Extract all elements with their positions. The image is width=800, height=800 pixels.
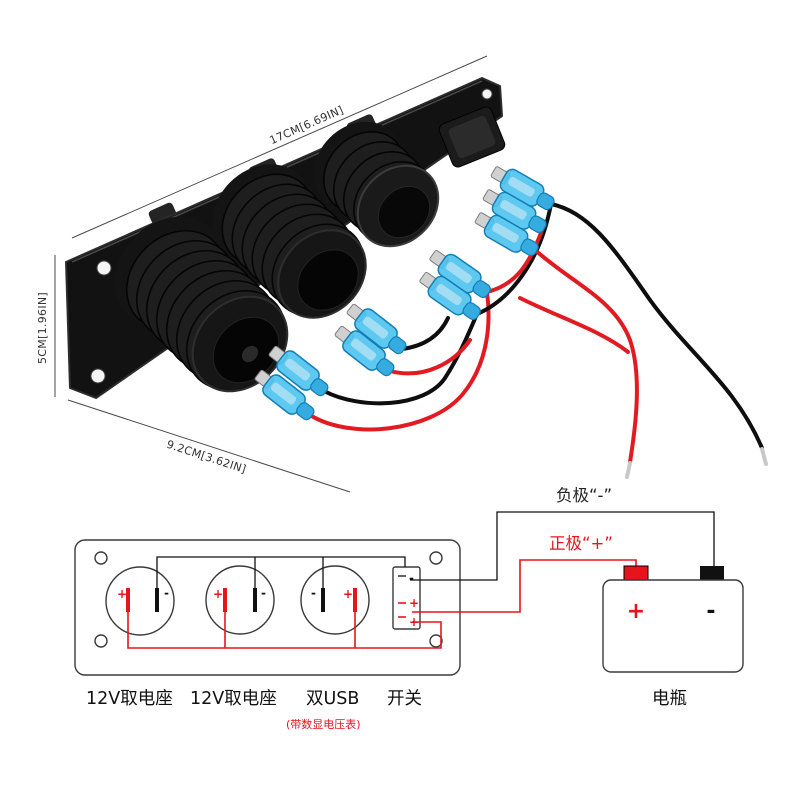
switch-positive-sign: + xyxy=(409,596,419,610)
switch-outline xyxy=(392,566,421,630)
depth-dimension-line xyxy=(67,399,351,493)
socket-2-positive-sign: + xyxy=(213,587,223,601)
photo-wire-black xyxy=(549,202,764,450)
photo-wire-red xyxy=(533,248,639,464)
socket-3-negative-sign: - xyxy=(311,586,316,600)
negative-terminal-label: 负极“-” xyxy=(556,486,612,505)
rocker-switch xyxy=(438,106,506,168)
photo-wire-black xyxy=(475,202,553,316)
socket-2-negative-sign: - xyxy=(261,586,266,600)
cigarette-socket xyxy=(212,164,367,319)
switch-negative-sign: - xyxy=(409,571,414,585)
photo-wire-red xyxy=(308,290,491,432)
positive-terminal-label: 正极“+” xyxy=(549,534,613,553)
socket-1-label: 12V取电座 xyxy=(86,689,173,709)
battery-label: 电瓶 xyxy=(652,689,687,709)
negative-bus-wire xyxy=(156,556,406,610)
usb-socket xyxy=(313,121,440,248)
battery-negative-terminal xyxy=(700,566,724,580)
battery-negative-sign: - xyxy=(706,599,715,624)
product-photo xyxy=(65,77,768,479)
stripped-wire-tip xyxy=(760,447,768,466)
socket-2-outline xyxy=(205,565,275,635)
socket-3-note: (带数显电压表) xyxy=(286,717,361,731)
panel-hole xyxy=(94,551,108,565)
switch-positive-sign: + xyxy=(409,615,419,629)
photo-wire-red xyxy=(518,296,630,354)
socket-1-positive-sign: + xyxy=(117,587,127,601)
socket-terminal-positive xyxy=(353,588,357,612)
photo-wire-black xyxy=(322,312,479,406)
socket-1-negative-sign: - xyxy=(164,586,169,600)
socket-3-positive-sign: + xyxy=(343,587,353,601)
positive-bus-wire xyxy=(127,600,442,649)
depth-dimension-label: 9.2CM[3.62IN] xyxy=(165,438,248,476)
wiring-diagram: 负极“-” 正极“+” + - + - xyxy=(74,486,744,731)
mounting-hole xyxy=(96,260,112,276)
height-dimension-label: 5CM[1.96IN] xyxy=(36,292,49,364)
socket-terminal-negative xyxy=(321,588,325,612)
mounting-hole xyxy=(90,368,106,384)
socket-3-outline xyxy=(300,565,370,635)
socket-terminal-positive xyxy=(223,588,227,612)
socket-1-outline xyxy=(105,566,175,636)
photo-wire-red xyxy=(485,225,545,294)
switch-label: 开关 xyxy=(387,689,422,709)
panel-hole xyxy=(94,634,108,648)
battery-positive-sign: + xyxy=(627,599,645,624)
width-dimension-line xyxy=(71,55,488,239)
socket-2-label: 12V取电座 xyxy=(190,689,277,709)
battery-outline xyxy=(602,579,744,673)
battery-positive-wire xyxy=(412,559,637,613)
socket-terminal-negative xyxy=(155,588,159,612)
cigarette-socket xyxy=(114,216,289,393)
battery-positive-terminal xyxy=(623,565,649,581)
mounting-hole xyxy=(481,88,493,100)
socket-terminal-negative xyxy=(253,588,257,612)
photo-wire-black xyxy=(400,316,450,351)
battery-negative-wire xyxy=(410,511,715,581)
socket-terminal-positive xyxy=(126,588,130,612)
panel-hole xyxy=(429,551,443,565)
photo-wire-red xyxy=(388,338,472,376)
stripped-wire-tip xyxy=(625,461,632,479)
socket-3-label: 双USB xyxy=(306,689,359,709)
panel-hole xyxy=(429,634,443,648)
